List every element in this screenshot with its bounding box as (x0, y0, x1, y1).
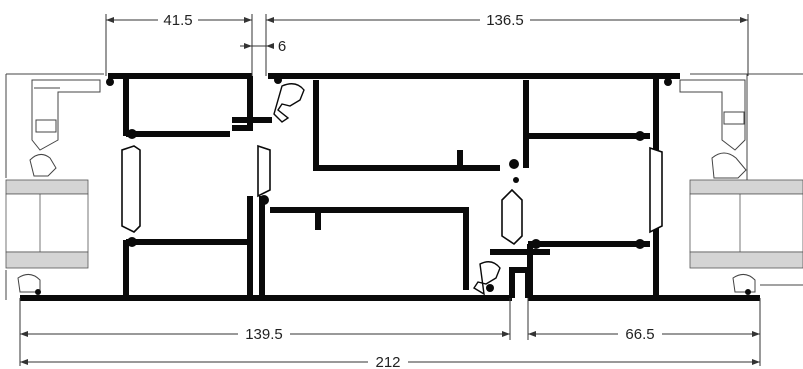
dim-label-top-right: 136.5 (486, 12, 524, 29)
dim-label-overall: 212 (375, 354, 400, 369)
dimension-labels: 41.5 6 136.5 139.5 66.5 212 (158, 11, 662, 369)
dim-label-top-gap: 6 (278, 38, 286, 55)
interlock-profile (259, 80, 529, 298)
dim-label-bottom-left: 139.5 (245, 326, 283, 343)
right-glass-unit (689, 179, 803, 269)
right-glazing-bead (679, 73, 803, 293)
right-sash-profile (490, 76, 659, 298)
dim-label-bottom-right: 66.5 (625, 326, 654, 343)
thermal-break-strips (121, 144, 663, 246)
left-glass-unit (5, 179, 89, 269)
dimension-arrows (20, 17, 760, 365)
dim-label-top-left: 41.5 (163, 12, 192, 29)
brush-seals (273, 83, 501, 296)
left-sash-profile (123, 76, 272, 298)
outer-frame-profile (20, 73, 760, 301)
seal-gaskets (35, 76, 751, 295)
